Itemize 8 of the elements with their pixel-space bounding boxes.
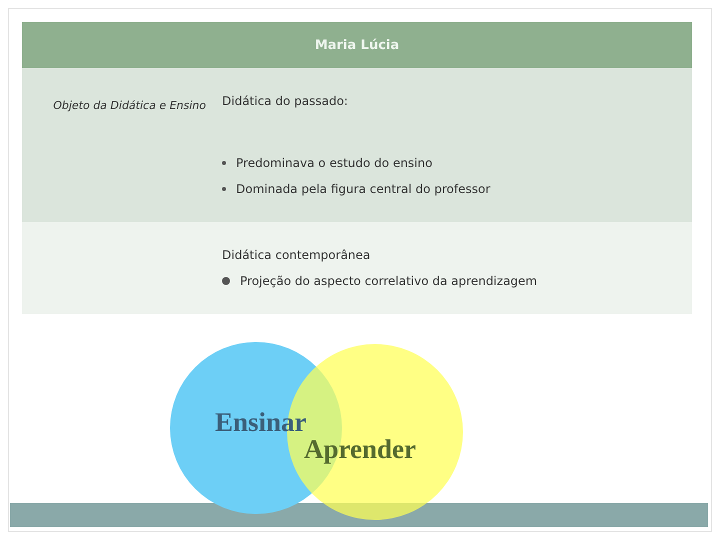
bullet-text: Projeção do aspecto correlativo da aprendizagem: [240, 274, 538, 288]
section-heading: Didática do passado:: [222, 94, 348, 108]
section-heading: Didática contemporânea: [222, 248, 370, 262]
bullet-text: Dominada pela figura central do professor: [236, 182, 490, 196]
row-heading: Objeto da Didática e Ensino: [52, 98, 207, 114]
bullet-text: Predominava o estudo do ensino: [236, 156, 432, 170]
venn-label: Aprender: [304, 434, 416, 465]
table-header: Maria Lúcia: [22, 22, 692, 68]
